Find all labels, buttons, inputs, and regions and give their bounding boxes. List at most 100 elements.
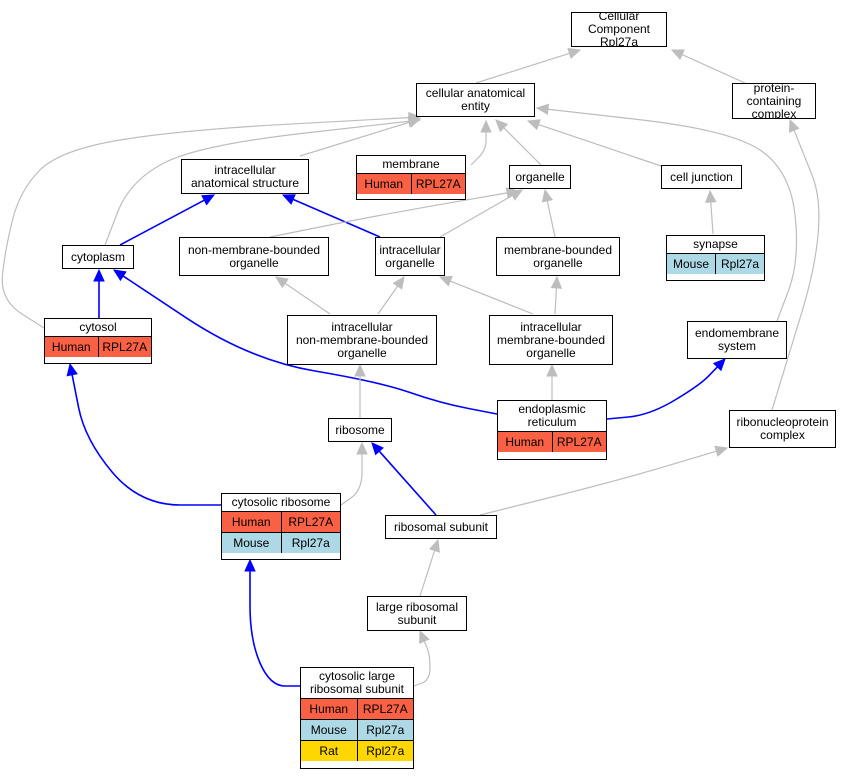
species-label: Human (231, 514, 271, 529)
edge-cribo-to-cytosol (66, 362, 221, 506)
edge-line (284, 282, 331, 315)
edge-io-to-ias (281, 194, 381, 238)
edge-line (249, 571, 300, 687)
node-imbo[interactable]: intracellular membrane-bounded organelle (489, 315, 613, 365)
edge-arrowhead (526, 119, 541, 131)
species-label: Mouse (310, 722, 347, 737)
edge-arrowhead (712, 358, 726, 372)
edge-arrowhead (408, 111, 422, 124)
node-label: Cellular Component Rpl27a (587, 12, 651, 47)
node-label: intracellular anatomical structure (190, 162, 300, 190)
node-label: large ribosomal subunit (375, 599, 459, 627)
edge-er-to-cyto (112, 269, 498, 415)
edge-line (546, 200, 556, 238)
edge-mbo-to-org (541, 188, 556, 238)
node-cc[interactable]: Cellular Component Rpl27a (571, 12, 667, 47)
node-label: cytoplasm (70, 249, 126, 264)
edge-clrsu-to-lrsu (413, 629, 431, 687)
edge-line (538, 123, 665, 168)
edge-line (439, 194, 513, 238)
edge-line (413, 640, 431, 687)
edge-arrowhead (419, 629, 430, 644)
node-cyto[interactable]: cytoplasm (62, 245, 134, 269)
edge-line (606, 366, 718, 420)
edge-line (470, 132, 487, 166)
gene-label: RPL27A (97, 337, 152, 357)
edge-arrowhead (66, 362, 78, 377)
edge-arrowhead (371, 442, 384, 456)
gene-label: Rpl27a (280, 533, 341, 553)
gene-label: Rpl27a (356, 720, 414, 740)
edge-cytosol-to-cyto (93, 268, 105, 318)
edge-lrsu-to-rsu (419, 538, 440, 597)
edge-line (547, 108, 798, 322)
edge-clrsu-to-cribo (244, 558, 300, 687)
species-label: Human (505, 434, 545, 449)
species-label: Human (51, 339, 91, 354)
edge-line (475, 52, 570, 84)
edge-arrowhead (705, 189, 717, 203)
gene-label: RPL27A (551, 432, 607, 452)
edge-arrowhead (201, 194, 216, 206)
annotation-row-mouse: Mouse Rpl27a (301, 719, 413, 740)
edge-line (71, 374, 221, 506)
node-rsu[interactable]: ribosomal subunit (385, 515, 497, 539)
edge-line (292, 198, 381, 238)
node-nmbo[interactable]: non-membrane-bounded organelle (179, 237, 329, 276)
edge-line (299, 121, 410, 157)
edge-line (554, 287, 558, 315)
node-pcc[interactable]: protein-containing complex (732, 83, 816, 119)
edge-cyto-to-ias (119, 194, 216, 246)
node-ias[interactable]: intracellular anatomical structure (181, 159, 309, 194)
edge-arrowhead (93, 268, 105, 282)
edge-line (710, 201, 714, 235)
edge-arrowhead (509, 189, 524, 201)
node-mbo[interactable]: membrane-bounded organelle (496, 237, 620, 276)
edge-rnpc-to-pcc (771, 118, 820, 411)
edge-pcc-to-cc (670, 49, 746, 84)
node-ems[interactable]: endomembrane system (687, 321, 787, 359)
node-label: cellular anatomical entity (425, 86, 526, 113)
edge-line (119, 199, 205, 246)
node-label: ribonucleoprotein complex (736, 415, 829, 442)
node-io[interactable]: intracellular organelle (375, 237, 445, 276)
node-label: ribosome (335, 422, 385, 437)
edge-er-to-ems (606, 358, 726, 420)
node-rnpc[interactable]: ribonucleoprotein complex (729, 410, 836, 448)
node-ribo[interactable]: ribosome (328, 418, 392, 442)
edge-ems-to-cae (535, 103, 798, 322)
edge-arrowhead (112, 269, 127, 282)
edge-org-to-cae (495, 119, 542, 166)
edge-mem-to-cae (470, 119, 492, 166)
node-inmbo[interactable]: intracellular non-membrane-bounded organ… (287, 315, 437, 365)
edge-line (681, 53, 746, 84)
edge-arrowhead (356, 441, 368, 455)
gene-label: Rpl27a (715, 254, 764, 274)
node-org[interactable]: organelle (509, 165, 571, 189)
edge-rsu-to-ribo (371, 442, 437, 516)
species-label: Human (309, 701, 349, 716)
node-cae[interactable]: cellular anatomical entity (416, 83, 535, 117)
node-cj[interactable]: cell junction (661, 165, 742, 189)
node-label: synapse (693, 237, 738, 251)
node-lrsu[interactable]: large ribosomal subunit (367, 596, 467, 631)
node-label: ribosomal subunit (393, 519, 489, 534)
edge-arrowhead (541, 188, 554, 203)
gene-label: RPL27A (410, 174, 466, 194)
edge-rsu-to-rnpc (479, 445, 729, 516)
edge-arrowhead (281, 194, 296, 205)
node-label: membrane-bounded organelle (503, 242, 613, 270)
edge-imbo-to-mbo (550, 275, 563, 315)
edge-syn-to-cj (705, 189, 717, 235)
